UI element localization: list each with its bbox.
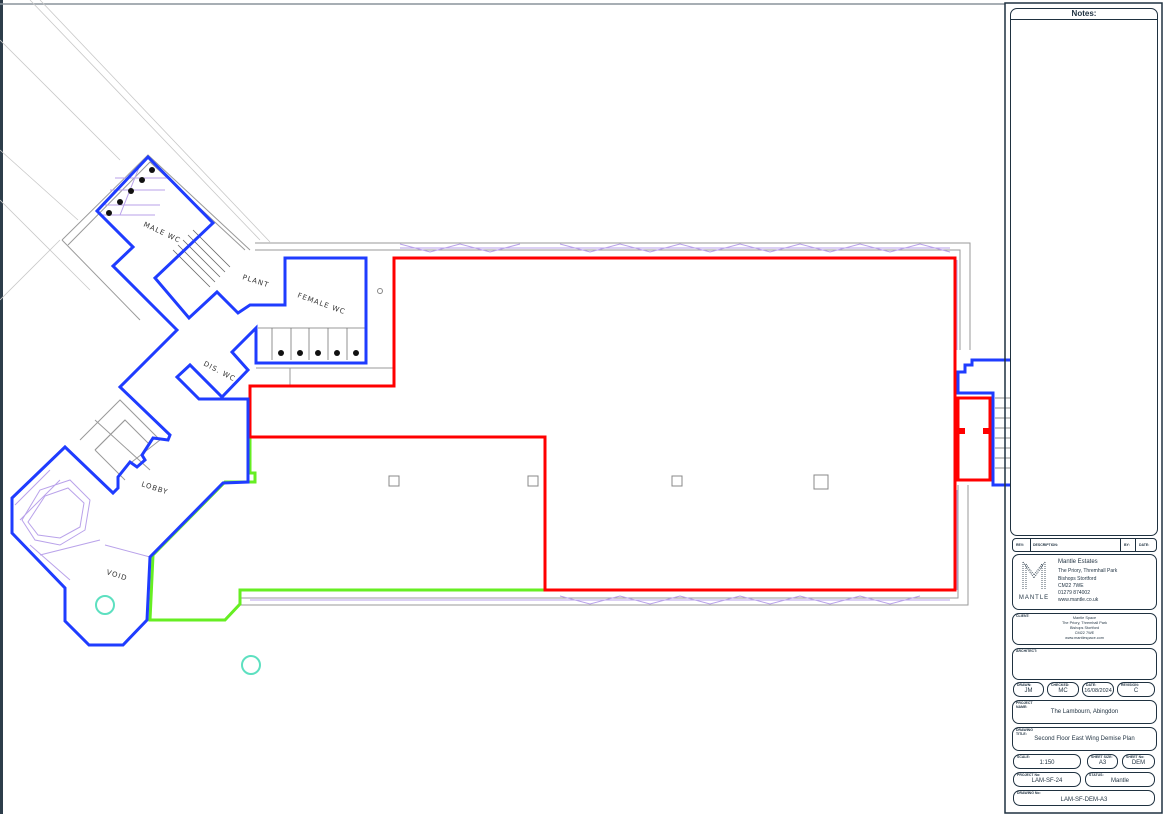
checked-label: CHECKED: <box>1051 683 1070 687</box>
client-address: Mantle Space The Priory, Thremhall Park … <box>1013 616 1156 641</box>
sheet-no-value: DEM <box>1131 760 1146 766</box>
date-label: DATE: <box>1086 683 1097 687</box>
checked-value: MC <box>1058 688 1068 694</box>
sheet-size-label: SHEET SIZE: <box>1091 755 1113 759</box>
company-box: MANTLE Mantle Estates The Priory, Thremh… <box>1012 554 1157 610</box>
revision-value: C <box>1133 688 1139 694</box>
notes-divider <box>1011 19 1157 20</box>
wc-cubicles <box>258 327 365 360</box>
drawing-title-label: DRAWING TITLE: <box>1016 728 1033 736</box>
company-phone: 01279 874002 <box>1058 590 1090 596</box>
project-no-value: LAM-SF-24 <box>1031 778 1063 784</box>
sheet-size-field: SHEET SIZE: A3 <box>1087 754 1118 769</box>
client-line: CM22 7WE <box>1074 631 1095 635</box>
project-no-label: PROJECT No: <box>1017 773 1041 777</box>
notes-panel: Notes: <box>1010 8 1158 536</box>
drawing-title-field: DRAWING TITLE: Second Floor East Wing De… <box>1012 727 1157 751</box>
date-field: DATE: 16/08/2024 <box>1082 682 1114 697</box>
date-value: 16/08/2024 <box>1084 688 1112 694</box>
architect-box: ARCHITECT: <box>1012 648 1157 680</box>
revision-field: REVISION: C <box>1117 682 1155 697</box>
columns <box>377 288 829 490</box>
description-label: DESCRIPTION: <box>1033 543 1059 547</box>
sheet-no-field: SHEET No: DEM <box>1122 754 1155 769</box>
notes-heading: Notes: <box>1071 9 1097 18</box>
divider <box>1030 539 1031 551</box>
company-web[interactable]: www.mantle.co.uk <box>1058 597 1099 603</box>
checked-field: CHECKED: MC <box>1047 682 1079 697</box>
client-line: www.mantlespace.com <box>1065 636 1104 640</box>
red-door-markers <box>955 428 991 434</box>
drawn-value: JM <box>1024 688 1033 694</box>
project-name-label: PROJECT NAME: <box>1016 701 1033 709</box>
company-address: Mantle Estates The Priory, Thremhall Par… <box>1058 558 1117 604</box>
date-label: DATE: <box>1139 543 1150 547</box>
demise-area-red[interactable] <box>248 256 957 592</box>
demise-area-red-stair-lobby[interactable] <box>956 396 992 482</box>
room-label-dis-wc: DIS. WC <box>202 360 237 384</box>
title-block-frame <box>1004 2 1163 814</box>
project-no-field: PROJECT No: LAM-SF-24 <box>1013 772 1081 787</box>
tree-icon <box>95 595 115 615</box>
status-value: Mantle <box>1110 778 1129 784</box>
company-address-2: Bishops Stortford <box>1058 576 1097 582</box>
status-label: STATUS: <box>1089 773 1104 777</box>
by-label: BY: <box>1124 543 1130 547</box>
mantle-logo-icon <box>1022 561 1046 590</box>
scale-label: SCALE: <box>1017 755 1031 759</box>
client-line: Mantle Space <box>1072 616 1097 620</box>
sheet-border-left <box>0 0 3 814</box>
drawn-field: DRAWN: JM <box>1013 682 1044 697</box>
scale-value: 1:150 <box>1039 760 1055 766</box>
company-address-1: The Priory, Thremhall Park <box>1058 568 1118 574</box>
company-postcode: CM22 7WE <box>1058 583 1084 589</box>
scale-field: SCALE: 1:150 <box>1013 754 1081 769</box>
room-label-void: VOID <box>105 568 128 582</box>
drawn-label: DRAWN: <box>1017 683 1032 687</box>
client-label: CLIENT: <box>1016 614 1030 618</box>
windows-and-fittings <box>14 164 958 605</box>
drawing-no-field: DRAWING No: LAM-SF-DEM-A3 <box>1013 790 1155 806</box>
room-label-female-wc: FEMALE WC <box>296 291 346 316</box>
divider <box>1135 539 1136 551</box>
sheet-size-value: A3 <box>1098 760 1107 766</box>
demise-area-green[interactable] <box>148 435 547 622</box>
core-area-blue-west[interactable] <box>10 154 368 647</box>
project-name-value: The Lambourn, Abingdon <box>1050 709 1119 715</box>
room-label-lobby: LOBBY <box>140 480 169 496</box>
company-name: Mantle Estates <box>1058 559 1098 565</box>
divider <box>1120 539 1121 551</box>
drawing-no-value: LAM-SF-DEM-A3 <box>1060 797 1108 803</box>
rev-label: REV: <box>1016 543 1025 547</box>
revision-header: REV: DESCRIPTION: BY: DATE: <box>1012 538 1157 552</box>
architect-label: ARCHITECT: <box>1016 649 1037 653</box>
room-label-male-wc: MALE WC <box>142 221 182 245</box>
room-label-plant: PLANT <box>241 273 270 289</box>
stairs <box>172 229 1061 469</box>
status-field: STATUS: Mantle <box>1085 772 1155 787</box>
sheet-no-label: SHEET No: <box>1126 755 1145 759</box>
drawing-title-value: Second Floor East Wing Demise Plan <box>1034 736 1135 742</box>
drawing-no-label: DRAWING No: <box>1017 791 1041 795</box>
tree-icon <box>241 655 261 675</box>
client-line: Bishops Stortford <box>1069 626 1100 630</box>
client-box: CLIENT: Mantle Space The Priory, Thremha… <box>1012 613 1157 645</box>
revision-label: REVISION: <box>1121 683 1139 687</box>
logo-text: MANTLE <box>1018 595 1050 601</box>
site-context-lines <box>0 0 271 301</box>
project-name-field: PROJECT NAME: The Lambourn, Abingdon <box>1012 700 1157 724</box>
client-line: The Priory, Thremhall Park <box>1061 621 1107 625</box>
wc-fittings <box>106 167 359 356</box>
